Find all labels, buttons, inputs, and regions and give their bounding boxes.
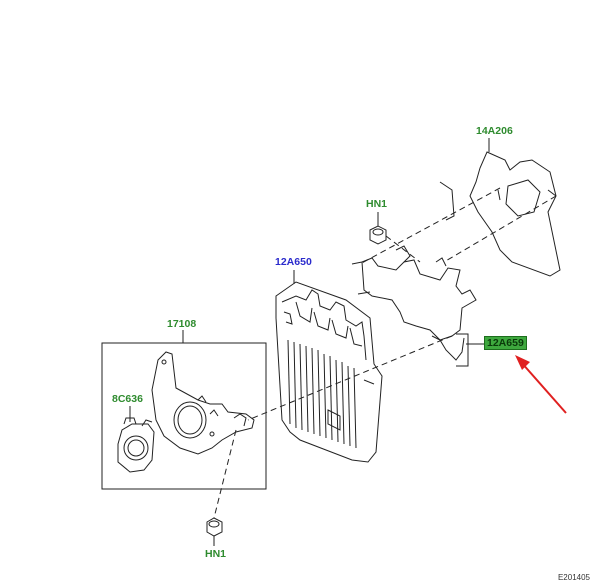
- sensor-8c636: [117, 417, 155, 473]
- callout-hn1-top: HN1: [366, 198, 388, 210]
- figure-id: E201405: [557, 573, 590, 582]
- ecm-module-12a650: [275, 281, 383, 463]
- nut-hn1-bottom: [206, 517, 223, 546]
- callout-12a659-highlighted: 12A659: [484, 336, 527, 350]
- callout-17108: 17108: [167, 318, 197, 330]
- callout-12a650: 12A650: [275, 256, 312, 268]
- upper-bracket-14a206: [439, 151, 561, 277]
- red-arrow: [515, 355, 567, 414]
- callout-hn1-bottom: HN1: [205, 548, 227, 560]
- sensor-bracket: [151, 351, 255, 455]
- callout-14a206: 14A206: [476, 125, 513, 137]
- assembly-box-17108: [101, 342, 267, 490]
- callout-8c636: 8C636: [112, 393, 143, 405]
- middle-bracket-12a659: [351, 245, 477, 367]
- centre-lines: [213, 187, 557, 519]
- nut-hn1-top: [369, 212, 387, 245]
